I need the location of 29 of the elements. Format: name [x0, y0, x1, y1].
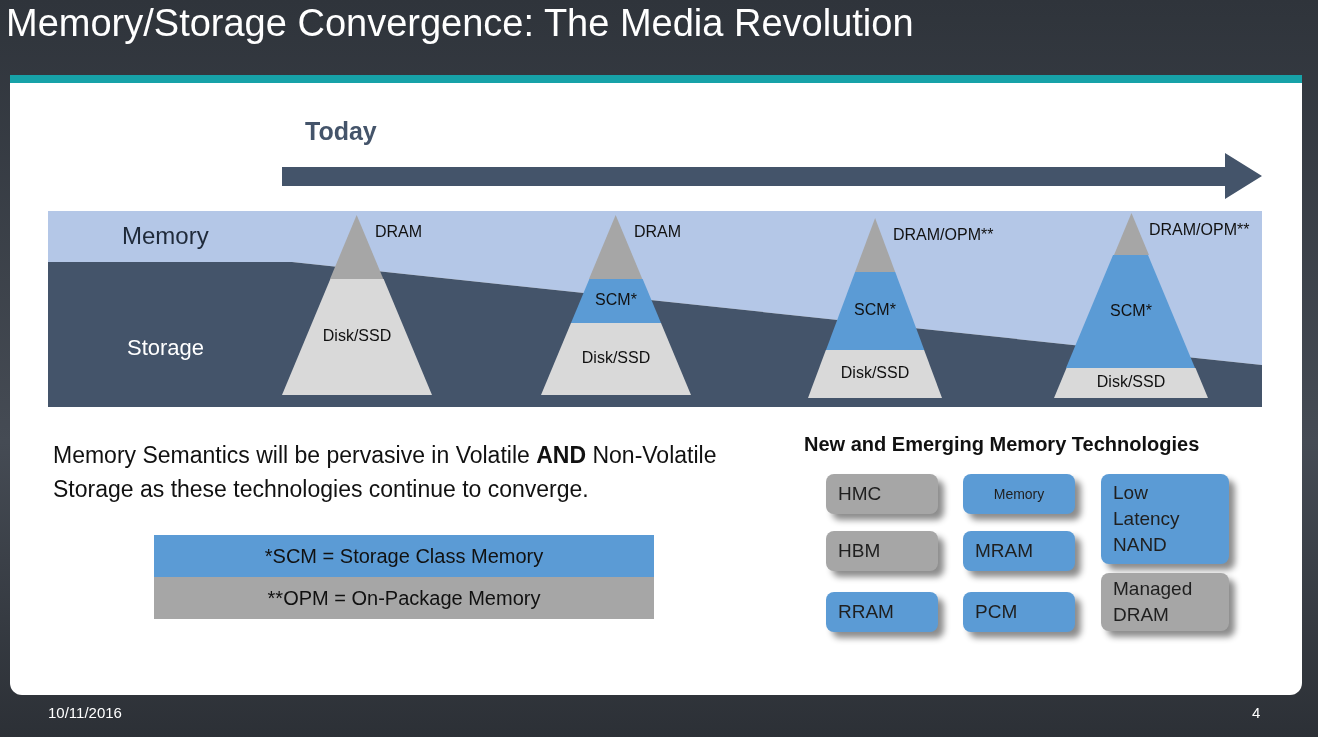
layer-label: DRAM	[375, 223, 423, 241]
statement-text: Memory Semantics will be pervasive in Volatile AND Non-Volatile Storage as these technologies continue to converge.	[53, 441, 718, 504]
layer-label: Disk/SSD	[580, 349, 652, 367]
layer-label: Disk/SSD	[321, 327, 393, 345]
technology-box: HMC	[826, 474, 938, 514]
timeline-label: Today	[305, 117, 377, 146]
layer-label: Disk/SSD	[1095, 373, 1167, 391]
technology-box: Managed DRAM	[1101, 573, 1229, 631]
layer-label: SCM*	[853, 301, 897, 319]
legend-text: *SCM = Storage Class Memory	[263, 545, 545, 568]
section-heading: New and Emerging Memory Technologies	[804, 433, 1200, 456]
date-text: 10/11/2016	[48, 704, 122, 721]
layer-label: Disk/SSD	[839, 364, 911, 382]
technology-box: Memory	[963, 474, 1075, 514]
legend-text: **OPM = On-Package Memory	[266, 587, 542, 610]
band-label: Storage	[127, 335, 205, 361]
technology-box: RRAM	[826, 592, 938, 632]
page-number: 4	[1252, 704, 1261, 721]
layer-label: DRAM/OPM**	[1149, 221, 1250, 239]
band-label: Memory	[122, 222, 209, 250]
technology-box: PCM	[963, 592, 1075, 632]
technology-box: MRAM	[963, 531, 1075, 571]
layer-label: DRAM/OPM**	[893, 226, 994, 244]
layer-label: SCM*	[594, 291, 638, 309]
layer-label: SCM*	[1109, 301, 1153, 320]
technology-box: Low Latency NAND	[1101, 474, 1229, 564]
technology-box: HBM	[826, 531, 938, 571]
slide-title: Memory/Storage Convergence: The Media Revolution	[6, 2, 914, 45]
layer-label: DRAM	[634, 223, 682, 241]
